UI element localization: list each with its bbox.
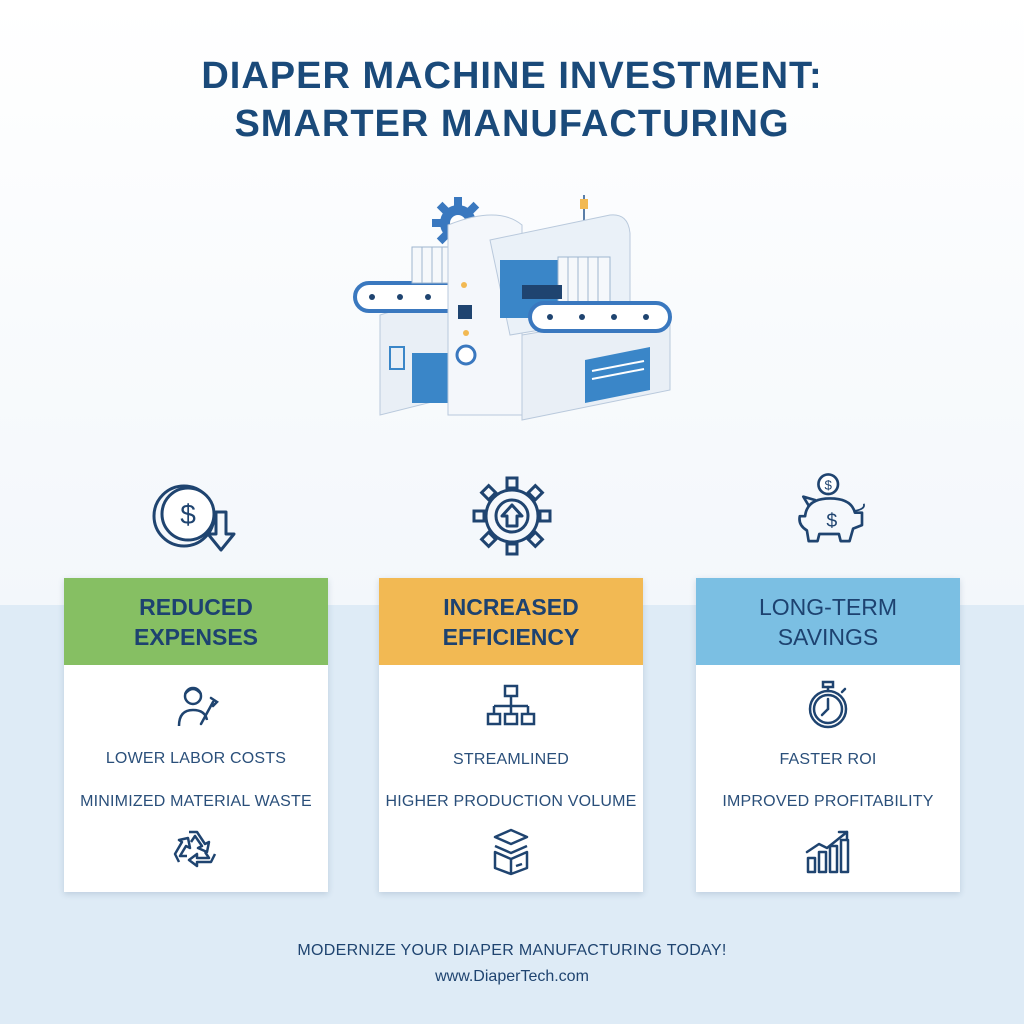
card-item: LOWER LABOR COSTS [105,750,287,767]
dollar-coin-down-icon: $ [152,484,236,552]
gear-arrow-up-icon [472,476,552,556]
title-line-1: DIAPER MACHINE INVESTMENT: [201,55,823,97]
card-long-term-savings: LONG-TERM SAVINGS FASTER ROI IMPROVED PR… [696,578,960,892]
card-heading-line-2: SAVINGS [777,623,879,650]
page-title: DIAPER MACHINE INVESTMENT: SMARTER MANUF… [0,52,1024,148]
svg-text:$: $ [825,478,833,493]
stopwatch-icon [808,680,848,729]
card-heading: REDUCED EXPENSES [64,578,328,665]
svg-text:$: $ [826,510,837,532]
card-heading-line-1: INCREASED [443,593,579,620]
card-increased-efficiency: INCREASED EFFICIENCY STREAMLINED HIGHER … [379,578,643,892]
card-item: FASTER ROI [779,751,877,768]
bar-chart-growth-icon [805,830,850,874]
card-heading-line-2: EXPENSES [134,623,258,650]
title-line-2: SMARTER MANUFACTURING [234,103,790,145]
recycle-icon [173,830,217,868]
card-item: HIGHER PRODUCTION VOLUME [385,793,637,810]
card-heading-line-2: EFFICIENCY [442,623,580,650]
card-heading: LONG-TERM SAVINGS [696,578,960,665]
card-item: STREAMLINED [453,751,569,768]
svg-text:$: $ [180,499,196,530]
footer-url[interactable]: www.DiaperTech.com [435,968,589,985]
card-reduced-expenses: REDUCED EXPENSES LOWER LABOR COSTS MINIM… [64,578,328,892]
workflow-icon [486,684,536,726]
worker-wrench-icon [177,686,219,727]
diaper-machine-illustration [353,195,672,421]
card-item: MINIMIZED MATERIAL WASTE [80,793,312,810]
card-item: IMPROVED PROFITABILITY [722,793,934,810]
card-heading: INCREASED EFFICIENCY [379,578,643,665]
footer-tagline: MODERNIZE YOUR DIAPER MANUFACTURING TODA… [297,942,727,959]
card-heading-line-1: REDUCED [139,593,253,620]
piggy-bank-icon: $ $ [798,473,865,543]
card-heading-line-1: LONG-TERM [759,593,897,620]
stacked-box-icon [493,828,529,876]
